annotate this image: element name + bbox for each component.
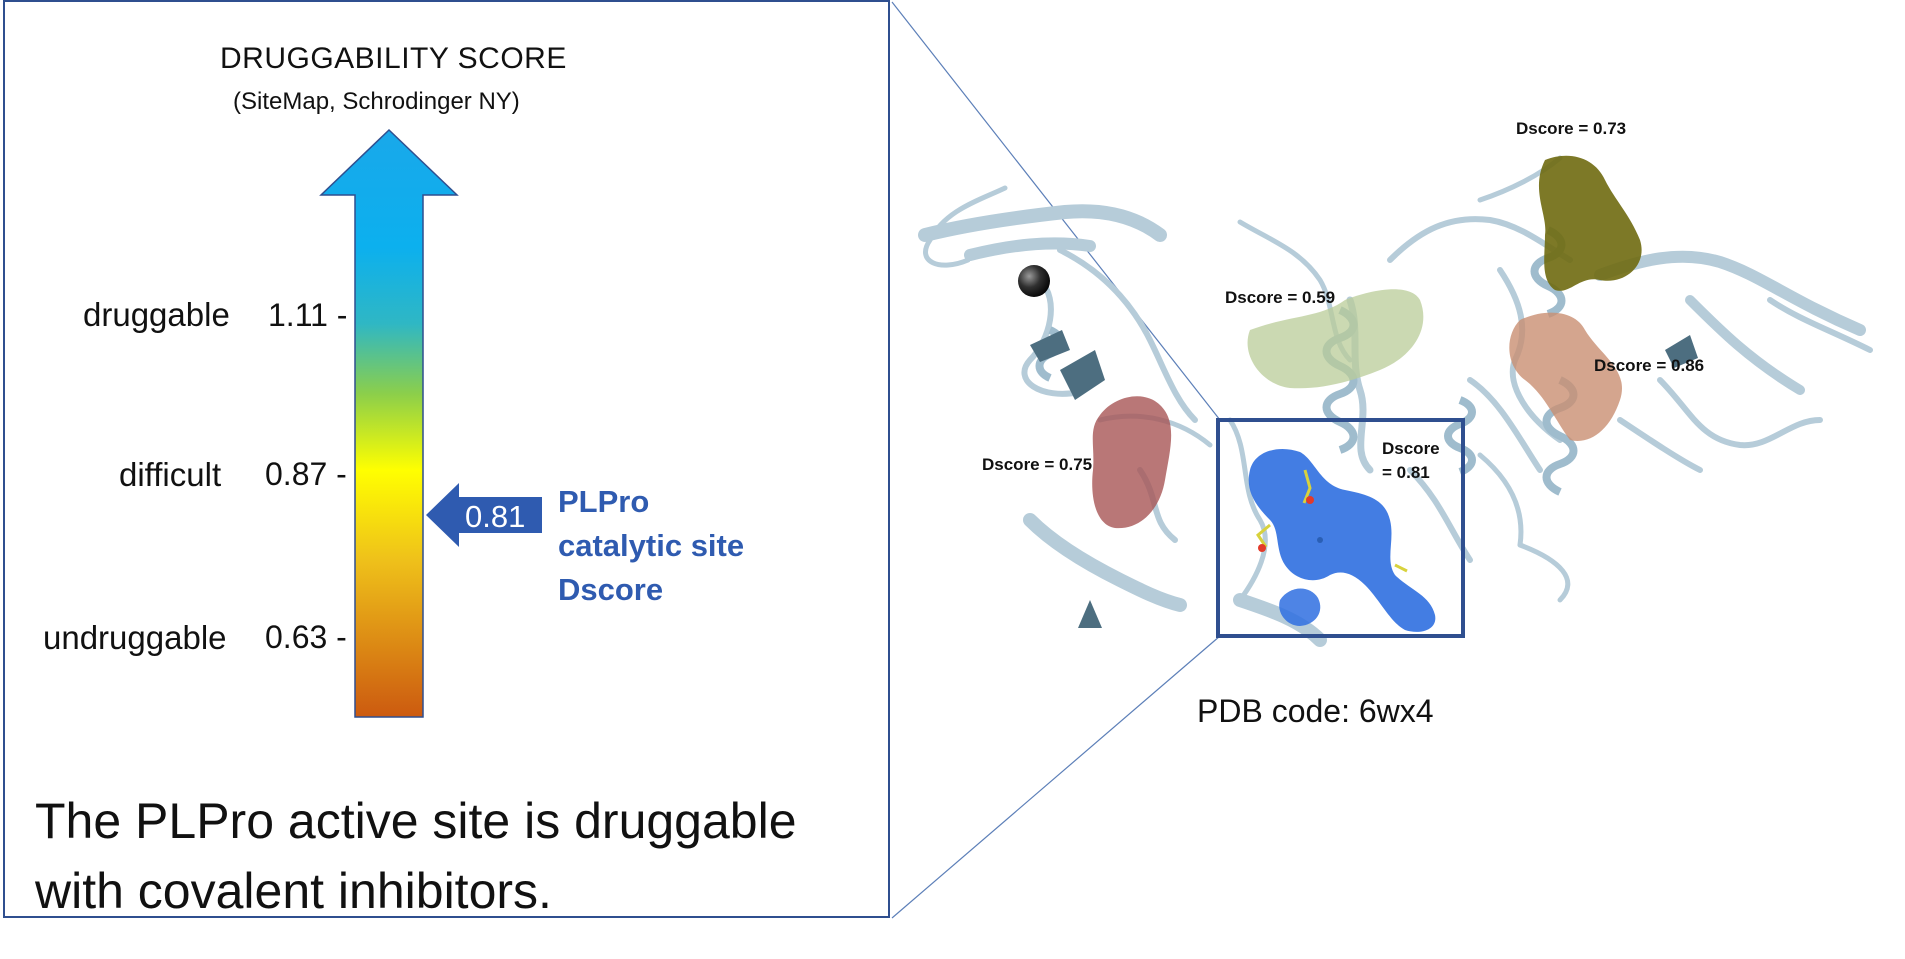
catalytic-site-label: PLPro catalytic site Dscore <box>558 480 744 612</box>
scale-title: DRUGGABILITY SCORE <box>220 42 567 75</box>
dscore-label-0-81: Dscore = 0.81 <box>1382 437 1440 485</box>
conclusion-line-1: The PLPro active site is druggable <box>35 793 797 849</box>
zoom-line-bottom <box>891 635 1221 919</box>
level-label-difficult: difficult <box>119 456 222 493</box>
pocket-0-75 <box>1092 396 1172 529</box>
dscore-label-0-81-line-1: Dscore <box>1382 439 1440 458</box>
dscore-label-0-86: Dscore = 0.86 <box>1594 356 1705 375</box>
conclusion-text: The PLPro active site is druggable with … <box>35 786 797 926</box>
level-label-druggable: druggable <box>83 296 230 333</box>
level-value-druggable: 1.11 - <box>268 297 348 333</box>
dscore-marker-arrow <box>426 483 542 547</box>
druggability-scale-arrow <box>319 128 459 718</box>
conclusion-line-2: with covalent inhibitors. <box>35 863 552 919</box>
site-label-line-2: catalytic site <box>558 528 745 563</box>
marker-value: 0.81 <box>465 499 525 534</box>
dscore-label-0-59: Dscore = 0.59 <box>1225 288 1336 307</box>
pocket-0-81 <box>1248 449 1436 632</box>
catalytic-site-box <box>1216 418 1465 638</box>
pocket-0-86 <box>1509 312 1622 441</box>
dscore-label-0-81-line-2: = 0.81 <box>1382 463 1430 482</box>
site-label-line-1: PLPro <box>558 484 650 519</box>
pdb-code-label: PDB code: 6wx4 <box>1197 693 1434 729</box>
zinc-ion-sphere <box>1018 265 1050 297</box>
site-label-line-3: Dscore <box>558 572 664 607</box>
dscore-label-0-75: Dscore = 0.75 <box>982 455 1093 474</box>
pocket-0-59 <box>1247 289 1424 389</box>
pocket-0-73 <box>1538 155 1642 291</box>
level-value-difficult: 0.87 - <box>265 456 347 492</box>
protein-structure <box>918 155 1873 647</box>
druggability-panel <box>3 0 890 918</box>
level-value-undruggable: 0.63 - <box>265 619 347 655</box>
dscore-label-0-73: Dscore = 0.73 <box>1516 119 1627 138</box>
scale-subtitle: (SiteMap, Schrodinger NY) <box>233 88 520 115</box>
level-label-undruggable: undruggable <box>43 619 227 656</box>
